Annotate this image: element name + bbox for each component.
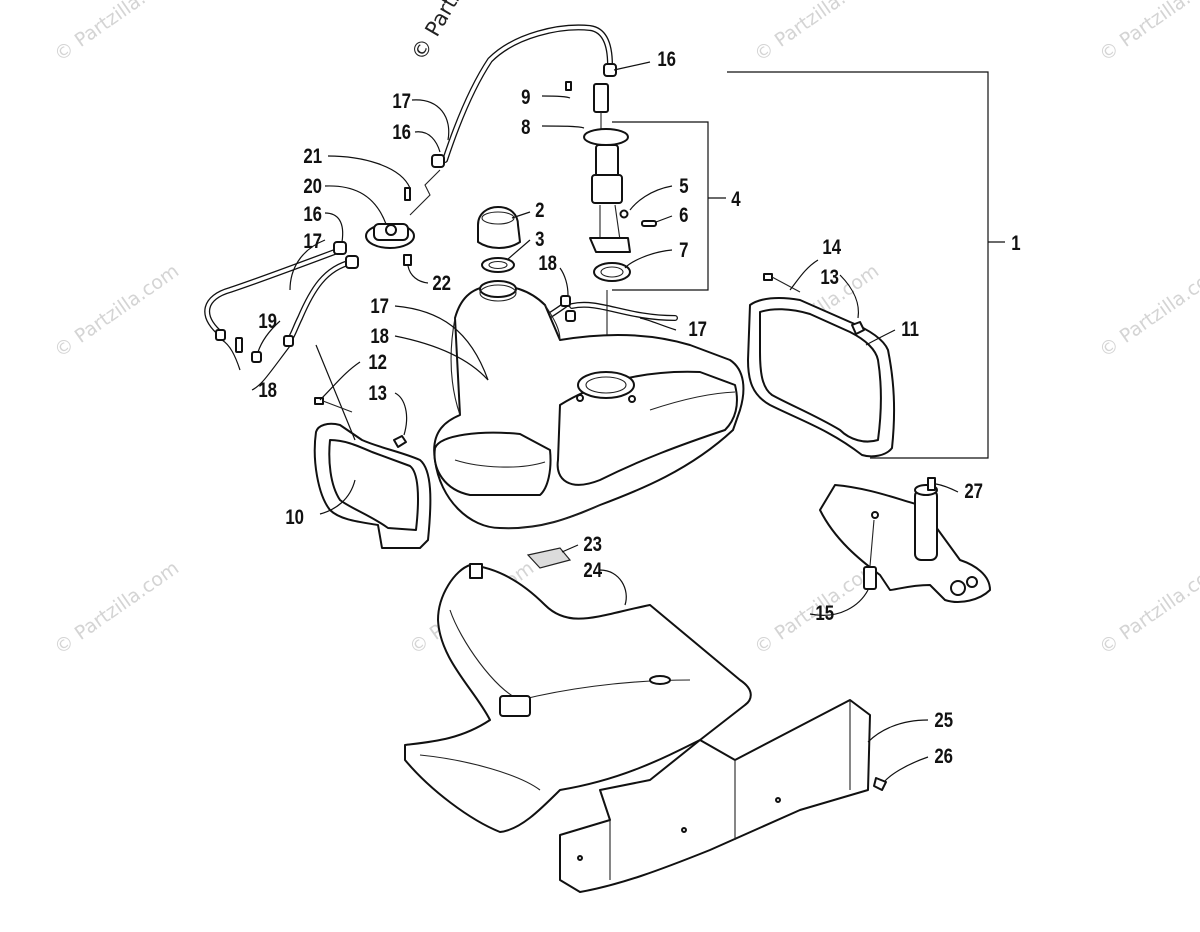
callout-5: 5: [679, 175, 689, 198]
callout-4: 4: [731, 188, 741, 211]
watermark: © Partzilla.com: [50, 557, 183, 659]
rollover-valve: [365, 169, 441, 266]
callout-16: 16: [657, 48, 676, 71]
hose-fittings: [215, 63, 617, 394]
callout-22: 22: [432, 272, 451, 295]
callout-17: 17: [370, 295, 389, 318]
callout-26: 26: [934, 745, 953, 768]
callout-27: 27: [964, 480, 983, 503]
watermark: © Partzilla.com: [1095, 0, 1200, 66]
callout-13: 13: [368, 382, 387, 405]
watermark: © Partzilla.com: [1095, 557, 1200, 659]
callout-18: 18: [370, 325, 389, 348]
callout-1: 1: [1011, 232, 1021, 255]
callout-23: 23: [583, 533, 602, 556]
callout-12: 12: [368, 351, 387, 374]
callout-14: 14: [822, 236, 841, 259]
callout-17: 17: [303, 230, 322, 253]
callout-2: 2: [535, 199, 544, 222]
callout-18: 18: [538, 252, 557, 275]
callout-25: 25: [934, 709, 953, 732]
frame-bracket: [819, 477, 991, 603]
watermark: © Partzilla.com: [750, 0, 883, 66]
tray: [404, 563, 752, 833]
callout-9: 9: [521, 86, 530, 109]
callout-6: 6: [679, 204, 688, 227]
callout-16: 16: [303, 203, 322, 226]
strap-left: [313, 344, 432, 549]
fuel-pump-assembly: [565, 81, 657, 378]
callout-17: 17: [392, 90, 411, 113]
watermark: © Partzilla.com: [1095, 260, 1200, 362]
watermark-top: © Partzilla: [407, 0, 483, 65]
callout-16: 16: [392, 121, 411, 144]
callout-24: 24: [583, 559, 602, 582]
callout-17: 17: [688, 318, 707, 341]
callout-11: 11: [901, 318, 919, 341]
callout-3: 3: [535, 228, 544, 251]
strap-right: [747, 273, 896, 458]
callout-10: 10: [285, 506, 304, 529]
fuel-tank: [433, 280, 745, 530]
watermark: © Partzilla.com: [50, 260, 183, 362]
callout-13: 13: [820, 266, 839, 289]
callout-21: 21: [303, 145, 322, 168]
callout-18: 18: [258, 379, 277, 402]
leader-lines: [221, 61, 959, 783]
callout-labels: 1 2 3 4 5 6 7 8 9 10 11 12 13 13 14 15 1…: [258, 48, 1021, 768]
callout-8: 8: [521, 116, 530, 139]
pad: [526, 547, 572, 569]
callout-7: 7: [679, 239, 688, 262]
group-brackets: [612, 71, 1005, 459]
watermark: © Partzilla.com: [50, 0, 183, 66]
fuel-cap: [477, 206, 521, 273]
callout-19: 19: [258, 310, 277, 333]
callout-20: 20: [303, 175, 322, 198]
skid-plate: [559, 699, 887, 893]
callout-15: 15: [815, 602, 834, 625]
